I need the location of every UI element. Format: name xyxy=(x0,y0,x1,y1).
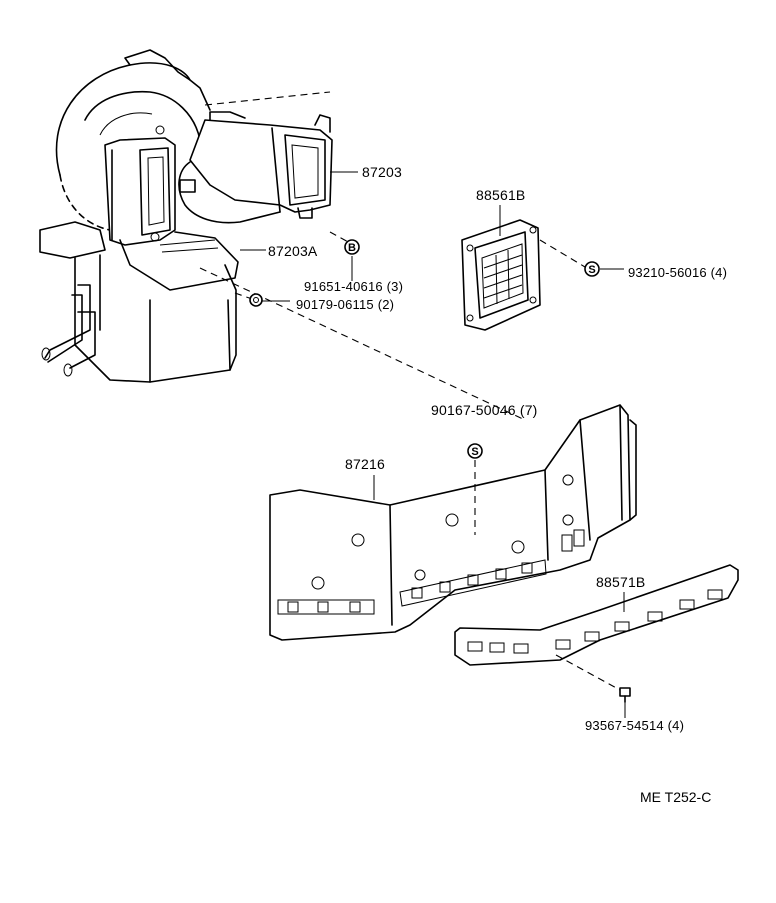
svg-text:S: S xyxy=(471,446,478,458)
fastener-number-93210: 93210-56016 xyxy=(628,265,707,280)
leader-lines xyxy=(240,171,626,718)
fastener-number-90167: 90167-50046 xyxy=(431,402,516,418)
part-label-87203A: 87203A xyxy=(268,243,318,259)
fastener-qty-93210: (4) xyxy=(710,265,728,280)
screw-93567 xyxy=(619,687,631,703)
fastener-label-90179: 90179-06115 (2) xyxy=(296,297,394,313)
svg-text:S: S xyxy=(588,264,595,276)
part-label-88561B: 88561B xyxy=(476,187,526,203)
symbol-B-91651: B xyxy=(344,239,360,255)
fastener-qty-93567: (4) xyxy=(667,718,685,733)
fastener-number-90179: 90179-06115 xyxy=(296,297,374,312)
fastener-qty-90179: (2) xyxy=(377,297,395,312)
symbol-S-93210: S xyxy=(584,261,600,277)
svg-text:B: B xyxy=(348,242,356,254)
part-label-87216: 87216 xyxy=(345,456,385,472)
fastener-label-90167: 90167-50046 (7) xyxy=(431,402,538,418)
fastener-qty-91651: (3) xyxy=(386,279,404,294)
symbol-S-90167: S xyxy=(467,443,483,459)
diagram-reference-code: ME T252-C xyxy=(640,789,712,805)
dashed-leaders xyxy=(199,231,621,691)
part-label-87203: 87203 xyxy=(362,164,402,180)
register-88561B xyxy=(461,219,541,331)
blower-heater-unit xyxy=(39,49,333,383)
register-strip-88571B xyxy=(454,564,739,666)
fastener-label-93210: 93210-56016 (4) xyxy=(628,265,727,281)
fastener-number-93567: 93567-54514 xyxy=(585,718,664,733)
duct-87216 xyxy=(269,404,637,641)
part-label-88571B: 88571B xyxy=(596,574,646,590)
fastener-label-93567: 93567-54514 (4) xyxy=(585,718,684,734)
nut-symbol-90179 xyxy=(249,293,263,307)
fastener-label-91651: 91651-40616 (3) xyxy=(304,279,403,295)
fastener-qty-90167: (7) xyxy=(519,402,538,418)
fastener-number-91651: 91651-40616 xyxy=(304,279,383,294)
